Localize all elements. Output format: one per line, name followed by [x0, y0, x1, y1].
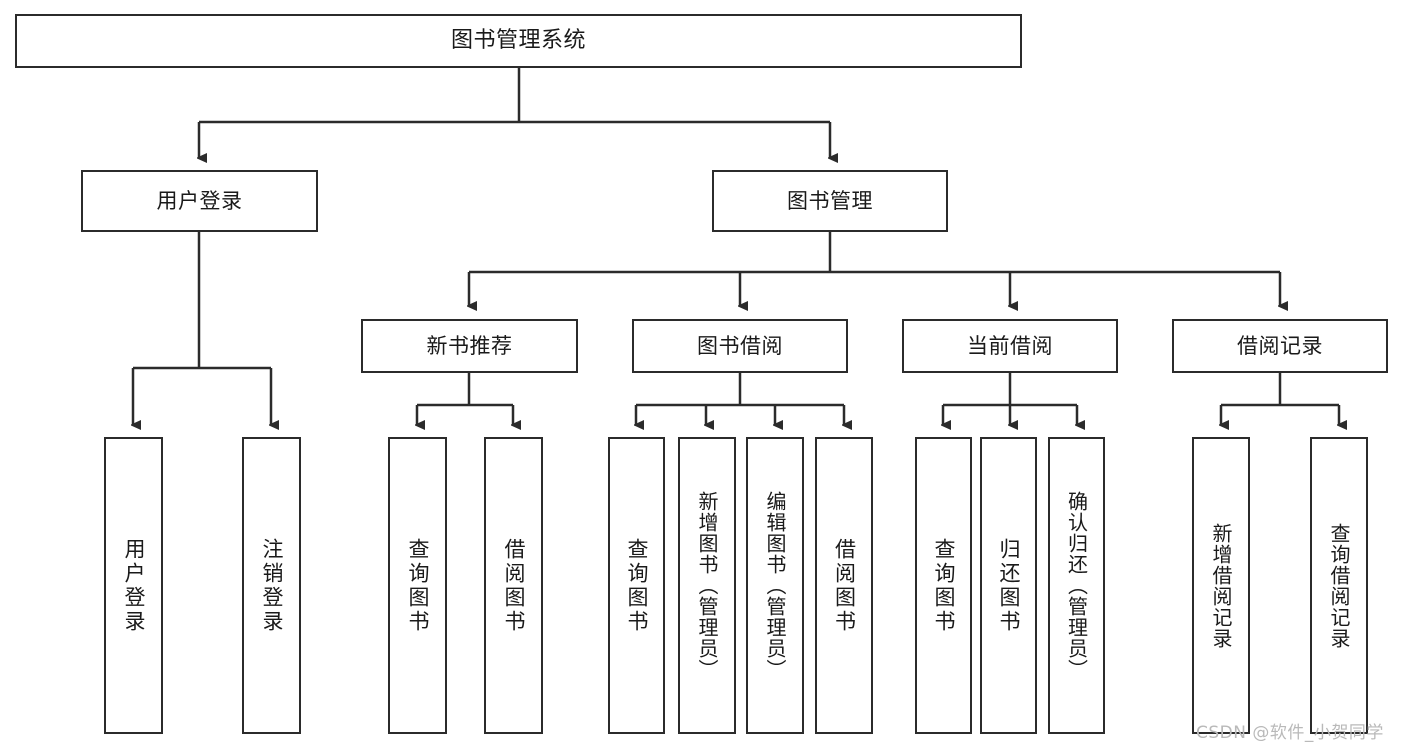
- node-root[interactable]: 图书管理系统: [15, 14, 1022, 68]
- node-borrow-record-label: 借阅记录: [1237, 333, 1323, 358]
- leaf-query-book-borrow[interactable]: 查询图书: [608, 437, 665, 734]
- leaf-confirm-return-admin[interactable]: 确认归还（管理员）: [1048, 437, 1105, 734]
- node-book-borrow-label: 图书借阅: [697, 333, 783, 358]
- leaf-add-book-admin[interactable]: 新增图书（管理员）: [678, 437, 736, 734]
- leaf-edit-book-admin[interactable]: 编辑图书（管理员）: [746, 437, 804, 734]
- node-borrow-record[interactable]: 借阅记录: [1172, 319, 1388, 373]
- node-new-book-recommend[interactable]: 新书推荐: [361, 319, 578, 373]
- leaf-query-borrow-record-label: 查询借阅记录: [1327, 522, 1351, 649]
- node-root-label: 图书管理系统: [450, 28, 586, 54]
- csdn-watermark: CSDN @软件_小贺同学: [1196, 723, 1384, 743]
- leaf-query-book-current[interactable]: 查询图书: [915, 437, 972, 734]
- leaf-logout[interactable]: 注销登录: [242, 437, 301, 734]
- leaf-edit-book-admin-label: 编辑图书（管理员）: [763, 491, 787, 680]
- leaf-query-book-rec-label: 查询图书: [406, 537, 430, 634]
- node-book-management[interactable]: 图书管理: [712, 170, 948, 232]
- node-book-management-label: 图书管理: [787, 188, 873, 213]
- leaf-return-book[interactable]: 归还图书: [980, 437, 1037, 734]
- leaf-borrow-book[interactable]: 借阅图书: [815, 437, 873, 734]
- leaf-query-book-borrow-label: 查询图书: [625, 537, 649, 634]
- leaf-add-book-admin-label: 新增图书（管理员）: [695, 491, 719, 680]
- leaf-add-borrow-record[interactable]: 新增借阅记录: [1192, 437, 1250, 734]
- leaf-borrow-book-rec-label: 借阅图书: [502, 537, 526, 634]
- leaf-borrow-book-rec[interactable]: 借阅图书: [484, 437, 543, 734]
- node-new-book-recommend-label: 新书推荐: [426, 333, 513, 358]
- node-user-login[interactable]: 用户登录: [81, 170, 318, 232]
- leaf-return-book-label: 归还图书: [997, 537, 1021, 634]
- node-current-borrow-label: 当前借阅: [967, 333, 1053, 358]
- node-book-borrow[interactable]: 图书借阅: [632, 319, 848, 373]
- node-user-login-label: 用户登录: [156, 188, 243, 213]
- leaf-user-login-label: 用户登录: [122, 537, 146, 634]
- leaf-query-book-rec[interactable]: 查询图书: [388, 437, 447, 734]
- leaf-borrow-book-label: 借阅图书: [832, 537, 857, 634]
- leaf-user-login[interactable]: 用户登录: [104, 437, 163, 734]
- leaf-query-borrow-record[interactable]: 查询借阅记录: [1310, 437, 1368, 734]
- leaf-add-borrow-record-label: 新增借阅记录: [1209, 522, 1233, 649]
- node-current-borrow[interactable]: 当前借阅: [902, 319, 1118, 373]
- leaf-logout-label: 注销登录: [260, 537, 284, 634]
- leaf-query-book-current-label: 查询图书: [932, 537, 956, 634]
- leaf-confirm-return-admin-label: 确认归还（管理员）: [1064, 491, 1089, 680]
